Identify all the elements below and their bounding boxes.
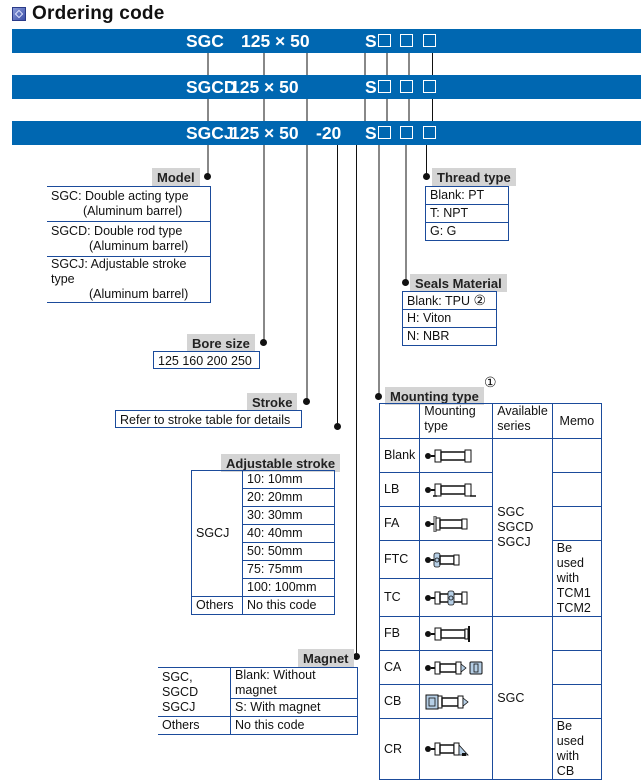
series-group-1: SGC SGCD SGCJ [492, 438, 553, 617]
memo-cr: Be used with CB [551, 718, 603, 780]
adjustable-stroke-option: 30: 30mm [242, 506, 335, 525]
magnet-option: Blank: Without magnet [230, 667, 358, 699]
series-group-2: SGC [492, 616, 553, 780]
note-mark-2: ② [473, 291, 487, 308]
thread-type-option: G: G [425, 222, 509, 241]
code-model: SGCJ [186, 123, 234, 143]
mounting-header-row: Mounting type Available series Memo [378, 403, 603, 439]
seals-material-label: Seals Material [410, 274, 507, 292]
rear-flange-icon [419, 616, 494, 651]
mounting-type-label: Mounting type [385, 387, 484, 405]
mounting-row: LB [378, 472, 603, 507]
clevis-bracket-icon [419, 718, 494, 780]
code-bar-sgc: SGC 125 × 50 S [12, 29, 641, 53]
seals-material-table: Blank: TPU ② H: Viton N: NBR [402, 291, 497, 346]
adjustable-stroke-others-label: Others [191, 596, 243, 615]
stroke-label: Stroke [247, 393, 298, 411]
adjustable-stroke-group: SGCJ [191, 470, 243, 597]
mounting-row: FA [378, 506, 603, 541]
code-model: SGCD [186, 77, 237, 97]
section-title-text: Ordering code [32, 3, 165, 24]
magnet-option: S: With magnet [230, 698, 358, 717]
stroke-text: Refer to stroke table for details [115, 410, 302, 428]
mounting-row: CA [378, 650, 603, 685]
center-trunnion-icon [419, 578, 494, 617]
code-magnet: S [365, 31, 377, 51]
adjustable-stroke-option: 100: 100mm [242, 578, 335, 597]
magnet-group: SGC, SGCD SGCJ [158, 667, 231, 717]
mounting-row: FB SGC [378, 616, 603, 780]
foot-mount-icon [419, 472, 494, 507]
bore-size-values: 125 160 200 250 [153, 351, 260, 369]
header-available-series: Available series [492, 403, 553, 439]
code-size: 125 × 50 [230, 77, 299, 97]
code-box-thread [423, 34, 436, 47]
adjustable-stroke-option: 40: 40mm [242, 524, 335, 543]
seals-material-option: Blank: TPU ② [402, 291, 497, 310]
code-box-thread [423, 126, 436, 139]
adjustable-stroke-label: Adjustable stroke [221, 454, 341, 472]
model-row: SGC: Double acting type (Aluminum barrel… [47, 186, 211, 222]
code-magnet: S [365, 77, 377, 97]
thread-type-label: Thread type [432, 168, 516, 186]
mounting-row: CB [378, 684, 603, 719]
mounting-row: Blank SGC SGCD SGCJ [378, 438, 603, 617]
front-flange-icon [419, 506, 494, 541]
header-memo: Memo [551, 403, 603, 439]
adjustable-stroke-others-value: No this code [242, 596, 335, 615]
code-model: SGC [186, 31, 224, 51]
seals-material-option: H: Viton [402, 309, 497, 328]
header-mounting-type: Mounting type [419, 403, 494, 439]
adjustable-stroke-option: 50: 50mm [242, 542, 335, 561]
memo-tc: Be used with TCM1 TCM2 [551, 540, 603, 617]
mounting-type-table: Mounting type Available series Memo Blan… [378, 403, 603, 780]
magnet-table: SGC, SGCD SGCJ Blank: Without magnet S: … [158, 667, 358, 735]
basic-mount-icon [419, 438, 494, 473]
magnet-others-value: No this code [230, 716, 358, 735]
code-box-seals [400, 126, 413, 139]
thread-type-table: Blank: PT T: NPT G: G [425, 186, 509, 241]
model-label: Model [152, 168, 200, 186]
code-size: 125 × 50 [230, 123, 299, 143]
magnet-others-label: Others [158, 716, 231, 735]
code-box-seals [400, 34, 413, 47]
code-magnet: S [365, 123, 377, 143]
code-box-mounting [378, 34, 391, 47]
mounting-row: CR Be used with CB [378, 718, 603, 780]
adjustable-stroke-option: 20: 20mm [242, 488, 335, 507]
model-table: SGC: Double acting type (Aluminum barrel… [47, 186, 211, 303]
model-row: SGCJ: Adjustable stroke type (Aluminum b… [47, 256, 211, 303]
bore-size-label: Bore size [187, 334, 255, 352]
code-size: 125 × 50 [241, 31, 310, 51]
double-clevis-icon [419, 684, 494, 719]
code-box-thread [423, 80, 436, 93]
model-row: SGCD: Double rod type (Aluminum barrel) [47, 221, 211, 257]
section-title: Ordering code [12, 3, 164, 25]
code-bar-sgcd: SGCD 125 × 50 S [12, 75, 641, 99]
seals-material-option: N: NBR [402, 327, 497, 346]
magnet-label: Magnet [298, 649, 354, 667]
code-stroke-adj: -20 [316, 123, 342, 143]
adjustable-stroke-option: 75: 75mm [242, 560, 335, 579]
thread-type-option: T: NPT [425, 204, 509, 223]
front-trunnion-icon [419, 540, 494, 579]
single-clevis-icon [419, 650, 494, 685]
adjustable-stroke-option: 10: 10mm [242, 470, 335, 489]
section-square-icon [12, 7, 26, 21]
note-mark-1: ① [484, 374, 497, 390]
code-bar-sgcj: SGCJ 125 × 50 -20 S [12, 121, 641, 145]
code-box-mounting [378, 126, 391, 139]
code-box-mounting [378, 80, 391, 93]
adjustable-stroke-table: SGCJ 10: 10mm 20: 20mm 30: 30mm 40: 40mm… [191, 470, 335, 615]
thread-type-option: Blank: PT [425, 186, 509, 205]
mounting-row: FTC Be used with TCM1 TCM2 [378, 540, 603, 617]
code-box-seals [400, 80, 413, 93]
